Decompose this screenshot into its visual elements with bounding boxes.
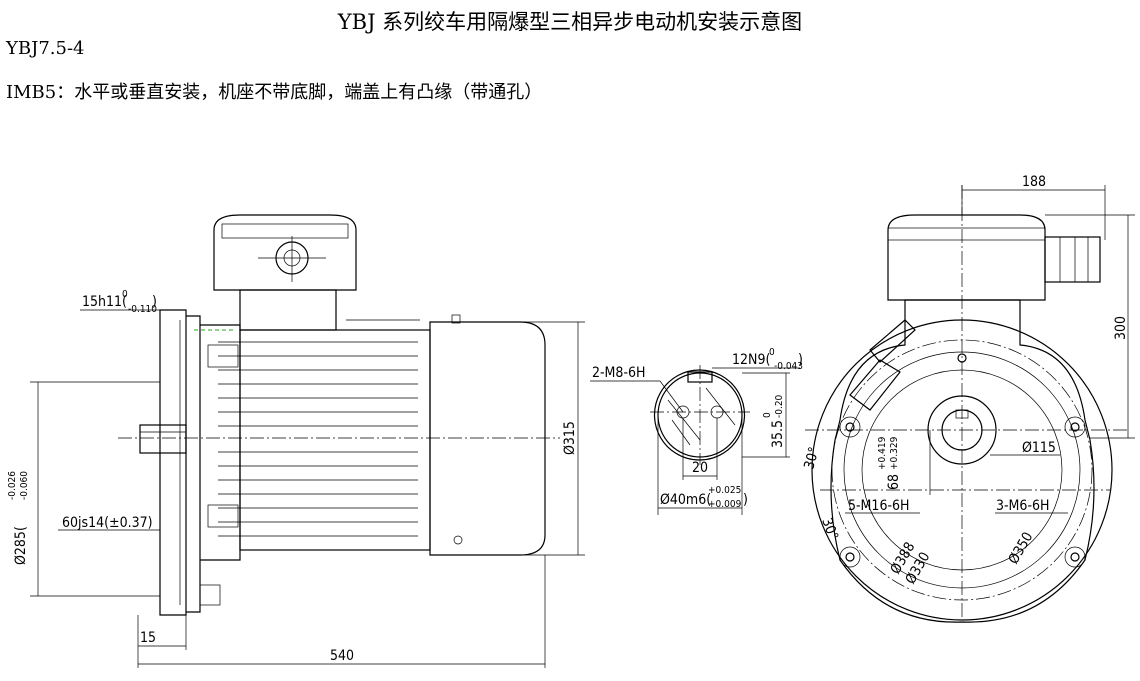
dim-355-tol-bot: -0.20 (774, 394, 785, 418)
label-thread: 2-M8-6H (592, 365, 645, 381)
dim-540: 540 (330, 648, 354, 664)
end-view: 188 300 Ø115 68 +0.419 +0.329 5-M16-6H 3… (801, 174, 1135, 623)
dim-d40-tol-top: +0.025 (708, 485, 741, 496)
dim-68-tol-bot: +0.329 (889, 436, 900, 470)
angle-30b: 30° (818, 516, 841, 542)
page-title: YBJ 系列绞车用隔爆型三相异步电动机安装示意图 (337, 10, 803, 34)
model-label: YBJ7.5-4 (6, 38, 85, 59)
dim-355: 35.5 (770, 420, 786, 448)
shaft-section: 2-M8-6H 12N9( 0 -0.043 ) 20 35.5 0 -0.20… (590, 347, 803, 515)
dim-15h11: 15h11( (82, 294, 127, 310)
svg-text:): ) (152, 294, 157, 310)
dim-355-tol-top: 0 (762, 412, 773, 418)
dim-d40-tol-bot: +0.009 (708, 499, 742, 510)
dim-285-tol-top: -0.026 (7, 471, 18, 500)
label-key: 12N9( (732, 352, 770, 368)
side-view: 15h11( 0 -0.110 ) Ø285( -0.026 -0.060 60… (7, 214, 585, 668)
dim-285-tol-bot: -0.060 (19, 471, 30, 500)
mounting-description: IMB5：水平或垂直安装，机座不带底脚，端盖上有凸缘（带通孔） (6, 82, 543, 103)
dim-60: 60js14(±0.37) (62, 515, 153, 531)
dim-20: 20 (692, 460, 708, 476)
dim-188: 188 (1022, 174, 1046, 190)
dim-15: 15 (140, 630, 156, 646)
angle-30a: 30° (801, 445, 822, 471)
label-key-tol-top: 0 (769, 347, 775, 358)
dim-15h11-tol: -0.110 (128, 304, 157, 315)
dim-15h11-tol-top: 0 (122, 289, 128, 300)
svg-text:): ) (743, 492, 748, 508)
dim-315: Ø315 (562, 421, 578, 455)
dim-68-tol-top: +0.419 (877, 436, 888, 470)
dim-d40: Ø40m6( (660, 492, 711, 508)
dim-300: 300 (1113, 316, 1129, 340)
svg-text:): ) (798, 352, 803, 368)
dim-285: Ø285( (13, 526, 29, 565)
label-5m16: 5-M16-6H (848, 498, 909, 514)
label-key-tol-bot: -0.043 (774, 361, 803, 372)
dim-68: 68 (886, 474, 902, 490)
dim-350: Ø350 (1006, 530, 1037, 567)
dim-115: Ø115 (1022, 440, 1056, 456)
label-3m6: 3-M6-6H (996, 498, 1049, 514)
